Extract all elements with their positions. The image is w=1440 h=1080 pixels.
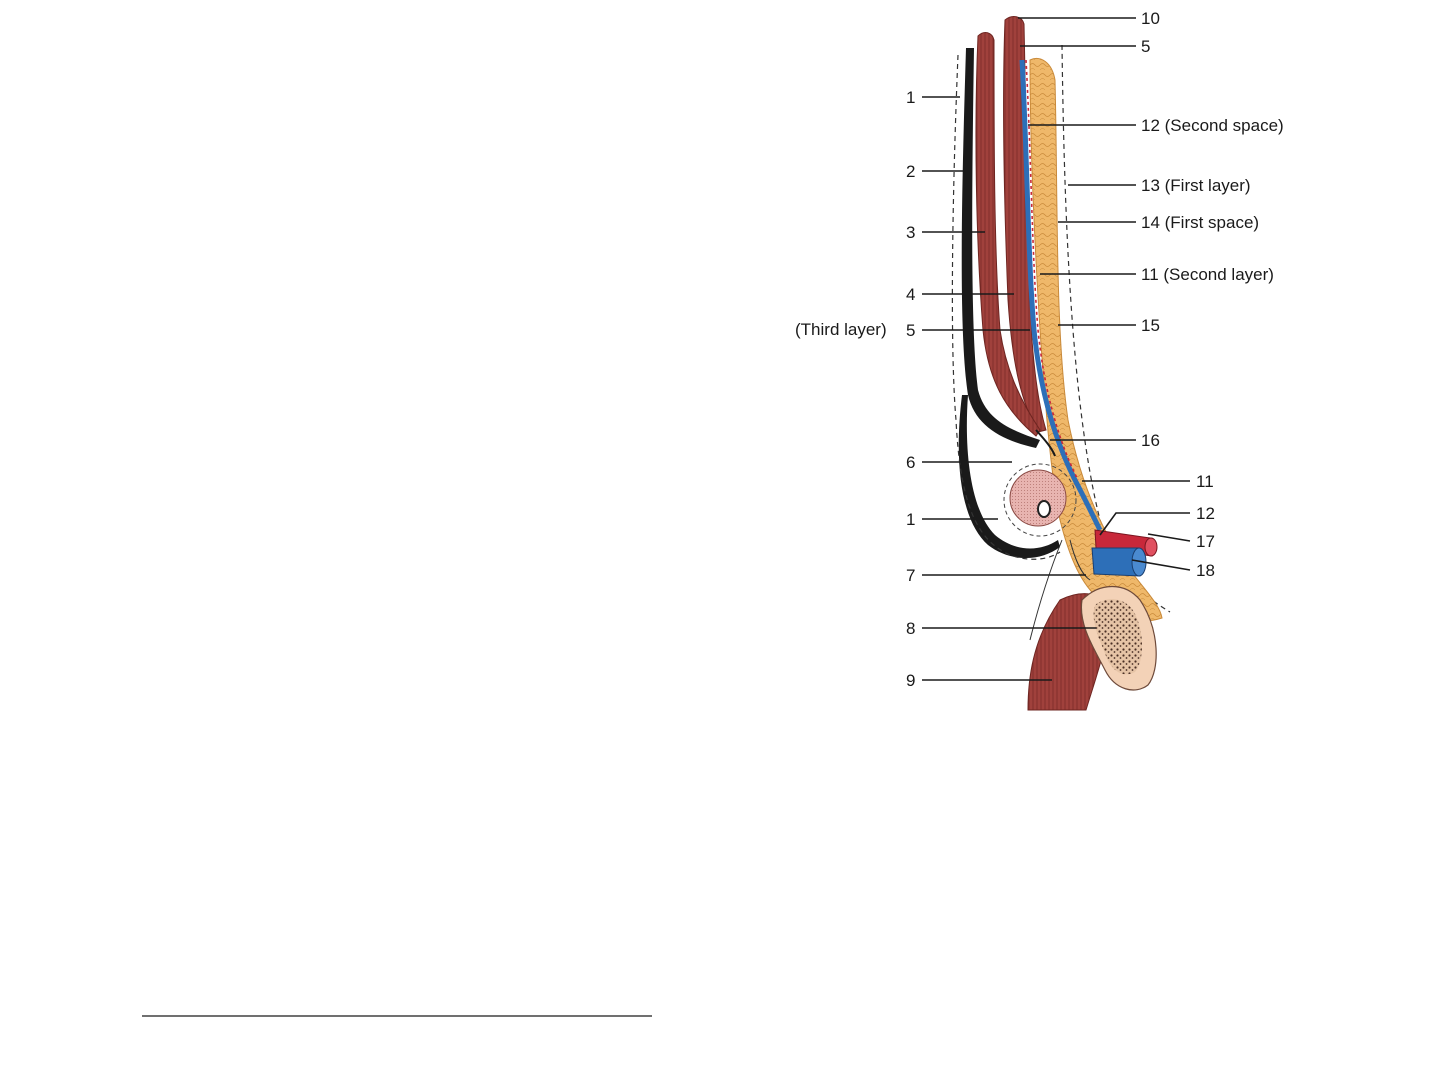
leader-lines-right (1018, 17, 1191, 571)
thin-line-7b (1069, 539, 1091, 581)
label-6: 6 (906, 453, 915, 472)
structure-6-round (1003, 463, 1077, 537)
muscle-strip-inner (975, 32, 1041, 437)
label-13-first-layer: 13 (First layer) (1141, 176, 1251, 195)
label-16: 16 (1141, 431, 1160, 450)
label-12-second-space: 12 (Second space) (1141, 116, 1284, 135)
label-8: 8 (906, 619, 915, 638)
label-17: 17 (1196, 532, 1215, 551)
vascular-strip-blue (1019, 59, 1103, 532)
label-11-second-layer: 11 (Second layer) (1141, 265, 1274, 284)
muscle-strip-outer (1003, 16, 1047, 433)
label-18: 18 (1196, 561, 1215, 580)
fascia-black (961, 48, 1040, 448)
vessels (1091, 529, 1158, 577)
label-10: 10 (1141, 9, 1160, 28)
leader-lines-left (922, 96, 1096, 681)
label-1-lower: 1 (906, 510, 915, 529)
label-7: 7 (906, 566, 915, 585)
label-3: 3 (906, 223, 915, 242)
label-2: 2 (906, 162, 915, 181)
inner-dashed-boundary (951, 54, 1061, 560)
label-14-first-space: 14 (First space) (1141, 213, 1259, 232)
labels-left: (Third layer) 1 2 3 4 5 6 1 7 8 9 (795, 88, 915, 690)
structure-16 (1035, 429, 1056, 457)
label-11-lower: 11 (1196, 472, 1214, 491)
label-5-right: 5 (1141, 37, 1150, 56)
labels-right: 10 5 12 (Second space) 13 (First layer) … (1141, 9, 1284, 580)
caption-third-layer: (Third layer) (795, 320, 887, 339)
outer-dashed-boundary (1061, 44, 1171, 613)
label-1-upper: 1 (906, 88, 915, 107)
illustration (951, 16, 1171, 711)
label-15: 15 (1141, 316, 1160, 335)
label-9: 9 (906, 671, 915, 690)
bone-8 (1080, 586, 1157, 691)
label-12-lower: 12 (1196, 504, 1215, 523)
label-4: 4 (906, 285, 915, 304)
fat-layer (1029, 57, 1163, 622)
label-5-left: 5 (906, 321, 915, 340)
